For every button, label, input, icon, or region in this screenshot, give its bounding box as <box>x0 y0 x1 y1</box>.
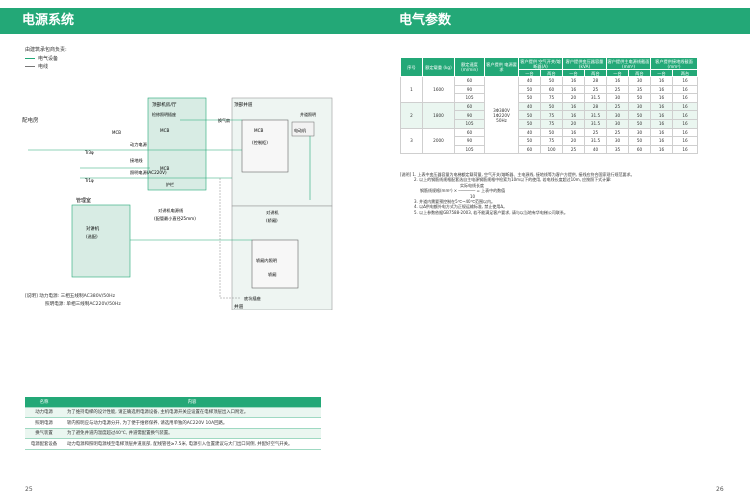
monitor-room-label: 管理室 <box>76 197 91 204</box>
monitor-room-box <box>71 204 131 278</box>
header-main-wire: 客户提供主电源线截面 (mm²) <box>606 57 651 70</box>
brake-label: 护栏 <box>166 181 174 187</box>
electrical-parameter-table: 序号 额定载重 (kg) 额定速度 (m/min) 客户提供 电源要求 客户提供… <box>400 57 698 155</box>
control-cabinet <box>241 119 289 173</box>
control-cabinet-label: (控制柜) <box>252 139 268 146</box>
power-supply-label: 动力电源 <box>130 141 148 148</box>
page-title: 电气参数 <box>375 8 750 34</box>
table-row: 换气装置 为了避免井道内温度超过40℃, 井道需配置换气装置。 <box>25 428 321 439</box>
header-transformer: 客户提供变压器容量 (kVA) <box>562 57 607 70</box>
page-number: 26 <box>716 486 724 493</box>
intercom-line-label: 对讲机电源线 <box>158 207 184 214</box>
power-note: [说明] 动力电源: 三相五线制AC380V/50Hz 照明电源: 单相三线制A… <box>25 294 121 307</box>
lighting-supply-label: 照明电源(AC220V) <box>130 169 167 176</box>
legend-item-equipment: 电气设备 <box>25 55 67 64</box>
power-system-diagram: 配电房 顶部机房/厅 检修照明插座 顶部井道 井道照明 换气扇 MCB (控制柜… <box>22 97 333 310</box>
pit-label: 井道 <box>234 303 244 310</box>
header-no: 序号 <box>400 57 423 77</box>
legend-line-icon <box>25 66 35 67</box>
car-label: 轿厢 <box>268 271 276 278</box>
mcb-cabinet-label: MCB <box>254 128 264 133</box>
car-intercom-label: 对讲机 <box>266 209 279 216</box>
page-title: 电源系统 <box>0 8 375 34</box>
shaft-light-label: 井道照明 <box>300 111 316 117</box>
motor-label: 电动机 <box>294 127 306 133</box>
header-load: 额定载重 (kg) <box>422 57 455 77</box>
header-power: 客户提供 电源要求 <box>484 57 519 77</box>
machine-room-box <box>147 97 207 191</box>
header-breaker: 客户提供 空气开关/熔断器(A) <box>518 57 563 70</box>
motor-box <box>291 121 315 137</box>
car-light-label: 轿厢内照明 <box>256 257 277 264</box>
car-intercom-sub-label: (轿厢) <box>266 217 278 224</box>
header-ground-wire: 客户提供接地线截面 (mm²) <box>650 57 698 70</box>
right-page: 电气参数 序号 额定载重 (kg) 额定速度 (m/min) 客户提供 电源要求… <box>375 0 750 504</box>
legend-title: 由建筑承包商负责: <box>25 47 67 53</box>
left-page: 电源系统 由建筑承包商负责: 电气设备 电线 <box>0 8 375 493</box>
legend-line-icon <box>25 57 35 59</box>
table-row: 电源配套设备 动力电源和照明电源线至电梯顶层井道底部, 配线管径≥7.5米, 电… <box>25 438 321 450</box>
machine-room-label: 顶部机房/厅 <box>152 101 177 108</box>
table-row: 照明电源 轿内照明应与动力电源分开, 为了便于维修保养, 请选用单独的AC220… <box>25 417 321 429</box>
mcb-main-label: MCB <box>112 130 121 135</box>
ground-wire-label: 接地线 <box>130 157 143 164</box>
intercom-label: 对讲机 <box>86 225 100 232</box>
definition-table: 名称 内容 动力电源 为了维持电梯的设计性能, 请正确选用电源设备, 主机电源开… <box>25 397 321 450</box>
table-row: 动力电源 为了维持电梯的设计性能, 请正确选用电源设备, 主机电源开关应设置在电… <box>25 407 321 418</box>
legend-item-wire: 电线 <box>25 63 67 72</box>
tr3-label: Tr3φ <box>84 150 94 155</box>
machine-room-socket-label: 检修照明插座 <box>152 111 176 117</box>
page-number: 25 <box>25 486 33 493</box>
header-content: 内容 <box>63 397 321 408</box>
notes: [说明] 1. 上表中变压器容量为电梯额定载荷量, 空气开关/熔断器、主电源线,… <box>400 172 635 215</box>
car-box <box>251 239 299 289</box>
legend: 由建筑承包商负责: 电气设备 电线 <box>25 46 67 72</box>
intercom-sub-label: (选配) <box>86 233 98 240</box>
pit-socket-label: 底坑插座 <box>244 295 261 302</box>
distribution-room-label: 配电房 <box>22 116 39 124</box>
vent-fan-label: 换气扇 <box>218 117 230 123</box>
intercom-line-sub-label: (配管最小直径25mm) <box>154 215 196 222</box>
header-name: 名称 <box>25 397 63 408</box>
mcb-room-label: MCB <box>160 128 170 133</box>
mcb-light-label: MCB <box>160 166 170 171</box>
tr1-label: Tr1φ <box>84 178 94 183</box>
top-shaft-label: 顶部井道 <box>234 101 253 108</box>
header-speed: 额定速度 (m/min) <box>454 57 485 77</box>
